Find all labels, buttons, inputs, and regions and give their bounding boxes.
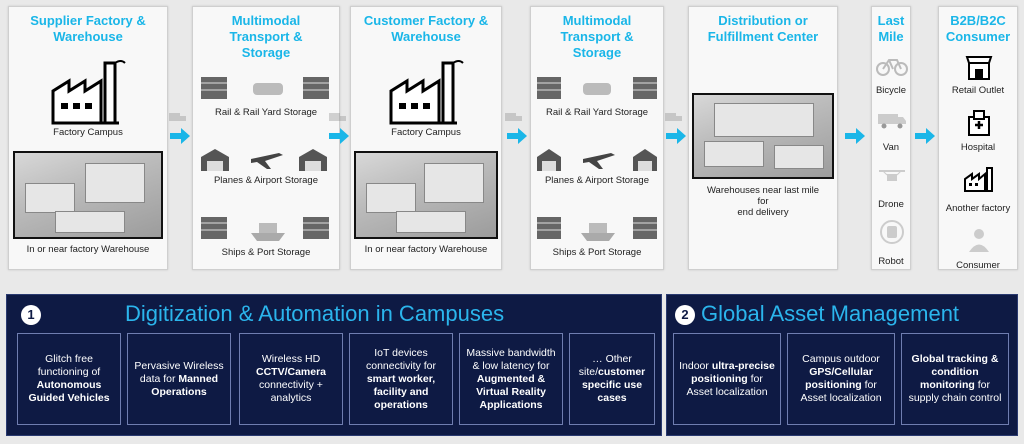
distribution-caption-line2: for [757, 196, 769, 207]
lastmile-item-drone: Drone [878, 199, 904, 210]
customer-warehouse-label: In or near factory Warehouse [364, 244, 488, 255]
port-icon [537, 217, 657, 241]
supplier-warehouse-photo [13, 151, 163, 239]
panel1-card-ar-vr: Massive bandwidth & low latency for Augm… [459, 333, 563, 425]
consumer-item-person: Consumer [956, 260, 1000, 271]
distribution-caption-line3: end delivery [737, 207, 789, 218]
customer-campus-label: Factory Campus [391, 127, 461, 138]
factory-icon [389, 60, 464, 125]
lastmile-item-bicycle: Bicycle [875, 85, 907, 96]
digitization-panel: 1 Digitization & Automation in Campuses … [6, 294, 662, 436]
flow-arrow-icon [329, 128, 349, 144]
transport2-ships-label: Ships & Port Storage [552, 247, 642, 258]
panel1-number-badge: 1 [21, 305, 41, 325]
distribution-warehouse-photo [692, 93, 834, 179]
airport-icon [201, 149, 327, 171]
asset-management-panel: 2 Global Asset Management Indoor ultra-p… [666, 294, 1018, 436]
rail-icon [537, 77, 657, 99]
consumer-item-retail: Retail Outlet [951, 85, 1005, 96]
supplier-campus-label: Factory Campus [53, 127, 123, 138]
transport1-ships-label: Ships & Port Storage [221, 247, 311, 258]
panel1-title: Digitization & Automation in Campuses [125, 301, 505, 326]
supplier-column: Supplier Factory & Warehouse Factory Cam… [8, 6, 168, 270]
truck-icon [665, 113, 682, 121]
van-icon [878, 114, 906, 129]
lastmile-column: Last Mile Bicycle Van Drone Robot [871, 6, 911, 270]
flow-arrow-icon [666, 128, 686, 144]
drone-icon [879, 170, 905, 181]
panel1-card-other: … Other site/customer specific use cases [569, 333, 655, 425]
supplier-warehouse-label: In or near factory Warehouse [26, 244, 150, 255]
truck-icon [329, 113, 346, 121]
airport-icon [537, 149, 657, 171]
consumer-item-hospital: Hospital [960, 142, 996, 153]
flow-arrow-icon [845, 128, 865, 144]
robot-icon [880, 220, 904, 244]
distribution-title: Distribution or Fulfillment Center [707, 13, 819, 44]
panel1-card-wireless-data: Pervasive Wireless data for Manned Opera… [127, 333, 231, 425]
port-icon [201, 217, 329, 241]
panel2-card-outdoor: Campus outdoor GPS/Cellular positioning … [787, 333, 895, 425]
panel1-card-agv: Glitch free functioning of Autonomous Gu… [17, 333, 121, 425]
transport-column-2: Multimodal Transport & Storage Rail & Ra… [530, 6, 664, 270]
rail-icon [201, 77, 329, 99]
supplier-title: Supplier Factory & Warehouse [30, 13, 146, 44]
panel1-card-cctv: Wireless HD CCTV/Camera connectivity + a… [239, 333, 343, 425]
transport2-planes-label: Planes & Airport Storage [544, 175, 650, 186]
panel1-card-iot: IoT devices connectivity for smart worke… [349, 333, 453, 425]
retail-outlet-icon [965, 56, 993, 80]
factory-icon [964, 167, 993, 192]
transport-column-1: Multimodal Transport & Storage Rail & Ra… [192, 6, 340, 270]
consumer-item-factory: Another factory [945, 203, 1011, 214]
transport1-planes-label: Planes & Airport Storage [213, 175, 319, 186]
hospital-icon [968, 110, 990, 136]
panel2-card-global-tracking: Global tracking & condition monitoring f… [901, 333, 1009, 425]
lastmile-item-van: Van [882, 142, 900, 153]
transport2-title: Multimodal Transport & Storage [560, 13, 634, 60]
transport2-rail-label: Rail & Rail Yard Storage [545, 107, 649, 118]
customer-column: Customer Factory & Warehouse Factory Cam… [350, 6, 502, 270]
lastmile-title: Last Mile [877, 13, 905, 44]
flow-arrow-icon [170, 128, 190, 144]
distribution-caption-line1: Warehouses near last mile [706, 185, 820, 196]
customer-warehouse-photo [354, 151, 498, 239]
customer-title: Customer Factory & Warehouse [363, 13, 489, 44]
consumer-column: B2B/B2C Consumer Retail Outlet Hospital … [938, 6, 1018, 271]
panel2-card-indoor: Indoor ultra-precise positioning for Ass… [673, 333, 781, 425]
lastmile-item-robot: Robot [878, 256, 904, 267]
truck-icon [505, 113, 522, 121]
panel2-number-badge: 2 [675, 305, 695, 325]
factory-icon [51, 60, 126, 125]
truck-icon [169, 113, 186, 121]
flow-arrow-icon [915, 128, 935, 144]
consumer-person-icon [969, 229, 989, 252]
bicycle-icon [876, 59, 908, 76]
flow-arrow-icon [507, 128, 527, 144]
transport1-rail-label: Rail & Rail Yard Storage [214, 107, 318, 118]
transport1-title: Multimodal Transport & Storage [229, 13, 303, 60]
consumer-title: B2B/B2C Consumer [945, 13, 1011, 44]
panel2-title: Global Asset Management [701, 301, 960, 326]
distribution-column: Distribution or Fulfillment Center Wareh… [688, 6, 838, 270]
